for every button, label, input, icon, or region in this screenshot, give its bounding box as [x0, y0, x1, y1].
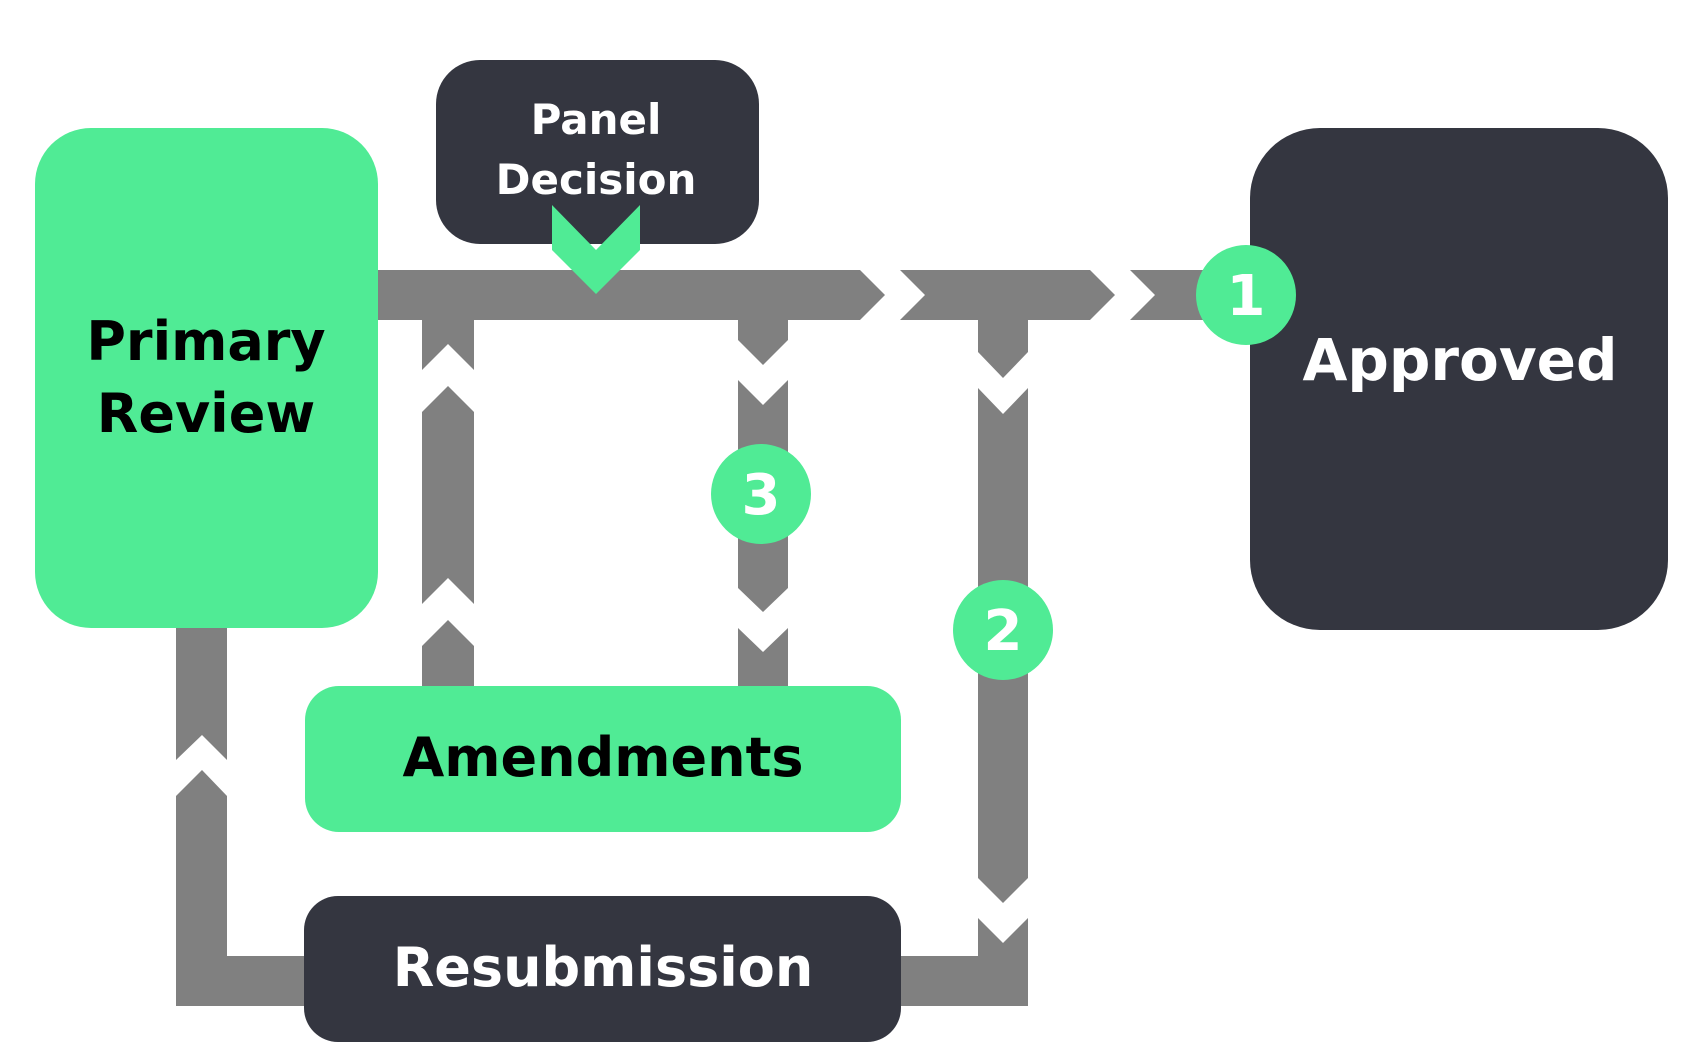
- marker-1-badge: 1: [1196, 245, 1296, 345]
- path-2-arrow-lower: [900, 918, 1028, 1006]
- resubmission-label: Resubmission: [393, 936, 814, 999]
- marker-1-label: 1: [1227, 264, 1266, 329]
- approved-node: Approved: [1250, 128, 1668, 630]
- main-arrow-segment-2: [900, 270, 1115, 320]
- path-2-arrow-upper: [978, 320, 1028, 378]
- resubmission-return-arrow-lower: [176, 770, 304, 1006]
- amendments-node: Amendments: [305, 686, 901, 832]
- path-3-arrow-lower: [738, 628, 788, 686]
- primary-review-node: Primary Review: [35, 128, 378, 628]
- resubmission-node: Resubmission: [304, 896, 901, 1042]
- approved-label: Approved: [1302, 326, 1617, 394]
- main-arrow-segment-1: [378, 270, 885, 320]
- marker-2-badge: 2: [953, 580, 1053, 680]
- panel-decision-node: Panel Decision: [436, 60, 759, 244]
- marker-3-badge: 3: [711, 444, 811, 544]
- marker-3-label: 3: [742, 463, 781, 528]
- amendments-return-arrow-upper: [422, 320, 474, 370]
- panel-decision-chevron-icon: [552, 205, 640, 294]
- resubmission-return-arrow-upper: [176, 626, 227, 760]
- main-arrow-segment-3: [1130, 270, 1210, 320]
- marker-2-label: 2: [984, 599, 1023, 664]
- primary-review-label-line1: Primary: [86, 310, 325, 373]
- path-3-arrow-upper: [738, 320, 788, 365]
- amendments-return-arrow-middle: [422, 386, 474, 604]
- primary-review-label-line2: Review: [97, 382, 315, 445]
- amendments-return-arrow-lower: [422, 620, 474, 686]
- panel-decision-label-line2: Decision: [496, 155, 697, 204]
- amendments-label: Amendments: [402, 726, 803, 789]
- panel-decision-label-line1: Panel: [531, 95, 662, 144]
